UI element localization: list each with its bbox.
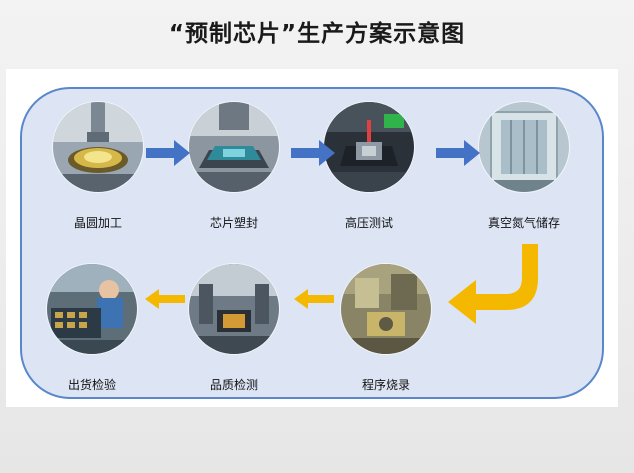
step-label: 芯片塑封 [209, 216, 258, 230]
step-label: 品质检测 [209, 378, 258, 392]
step-label: 高压测试 [344, 216, 393, 230]
step-label: 程序烧录 [361, 378, 410, 392]
step-label: 出货检验 [67, 378, 116, 392]
vacuum-nitrogen-storage-icon [479, 102, 569, 192]
yellow-arrow-2 [145, 289, 185, 309]
diagram-title: “预制芯片”生产方案示意图 [168, 21, 466, 47]
step-wafer-processing: 晶圆加工 [43, 102, 153, 231]
step-high-voltage-test: 高压测试 [314, 102, 424, 231]
step-label: 晶圆加工 [73, 216, 122, 230]
blue-arrow-2 [291, 140, 335, 166]
yellow-arrow-1 [294, 289, 334, 309]
step-chip-molding: 芯片塑封 [179, 102, 289, 231]
program-burning-icon [341, 264, 431, 354]
step-shipment-inspection: 出货检验 [37, 264, 147, 393]
step-quality-inspection: 品质检测 [179, 264, 289, 393]
blue-arrow-1 [146, 140, 190, 166]
quality-inspection-icon [189, 264, 279, 354]
step-program-burning: 程序烧录 [331, 264, 441, 393]
yellow-curved-arrow [448, 244, 538, 324]
wafer-processing-icon [53, 102, 143, 192]
shipment-inspection-icon [47, 264, 137, 354]
high-voltage-test-icon [324, 102, 414, 192]
chip-molding-icon [189, 102, 279, 192]
blue-arrow-3 [436, 140, 480, 166]
step-vacuum-nitrogen-storage: 真空氮气储存 [469, 102, 579, 231]
step-label: 真空氮气储存 [487, 216, 560, 230]
